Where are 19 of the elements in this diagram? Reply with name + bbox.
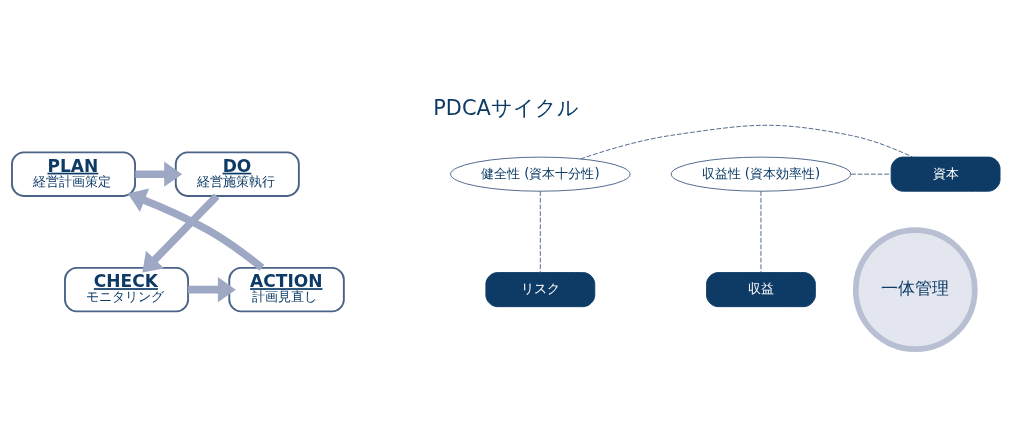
connector — [760, 190, 762, 273]
node-box: 資本 — [890, 156, 1001, 192]
node-ellipse: 健全性 (資本十分性) — [450, 156, 631, 192]
node-box: ACTION 計画見直し — [228, 266, 345, 312]
connector — [850, 173, 892, 175]
arrow — [188, 276, 236, 302]
connector — [539, 190, 541, 273]
arrow — [135, 161, 183, 187]
node-circle: 一体管理 — [852, 226, 978, 352]
node-box: 収益 — [706, 271, 816, 307]
node-box: CHECK モニタリング — [64, 266, 190, 312]
node-box: PLAN 経営計画策定 — [11, 150, 136, 197]
arrow — [142, 193, 220, 272]
arrow — [127, 188, 265, 271]
diagram-title: PDCAサイクル — [433, 95, 579, 120]
node-box: DO 経営施策執行 — [174, 150, 300, 197]
node-ellipse: 収益性 (資本効率性) — [670, 156, 852, 192]
connector — [580, 124, 914, 159]
node-box: リスク — [485, 271, 596, 307]
